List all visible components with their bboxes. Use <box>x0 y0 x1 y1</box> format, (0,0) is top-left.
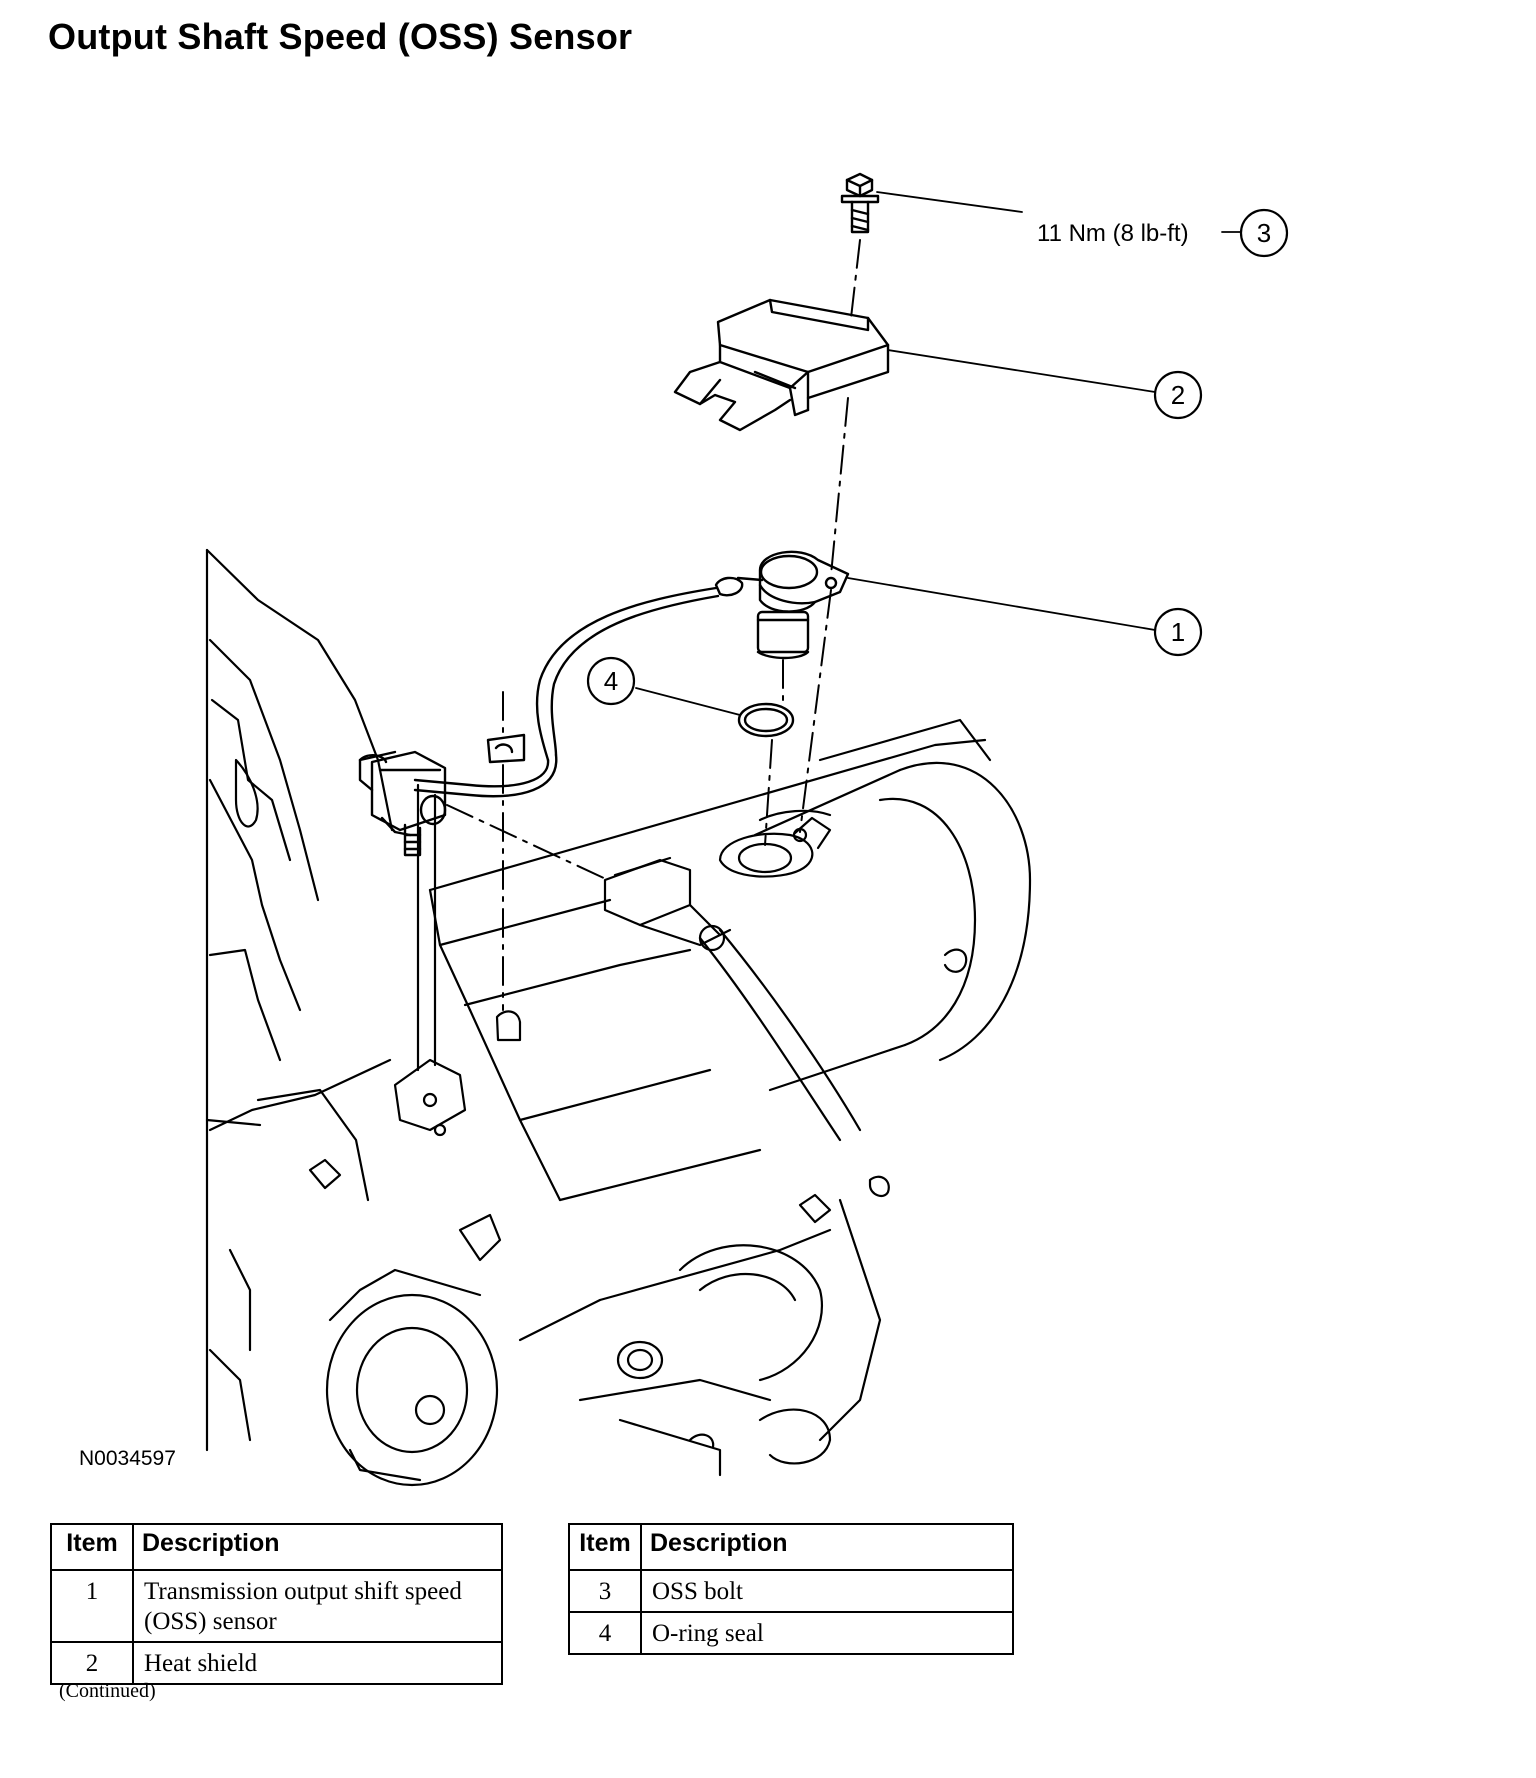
table-row: 1 Transmission output shift speed (OSS) … <box>50 1569 503 1643</box>
table-row: 3 OSS bolt <box>568 1569 1014 1613</box>
callout-2: 2 <box>1153 370 1203 420</box>
heat-shield <box>673 298 890 432</box>
callout-1: 1 <box>1153 607 1203 657</box>
figure-id: N0034597 <box>79 1447 176 1470</box>
column-header-item: Item <box>50 1523 134 1571</box>
table-header-row: Item Description <box>568 1523 1014 1571</box>
svg-text:3: 3 <box>1257 218 1271 248</box>
svg-text:1: 1 <box>1171 617 1185 647</box>
item-number: 3 <box>568 1569 642 1613</box>
wiring-connector <box>603 856 862 1142</box>
alignment-lines <box>446 239 861 1011</box>
table-row: 2 Heat shield <box>50 1641 503 1685</box>
svg-text:4: 4 <box>604 666 618 696</box>
column-header-item: Item <box>568 1523 642 1571</box>
page-title: Output Shaft Speed (OSS) Sensor <box>48 16 633 57</box>
item-number: 4 <box>568 1611 642 1655</box>
callout-3: 3 11 Nm (8 lb-ft) <box>1037 208 1289 258</box>
leader-lines <box>635 191 1241 716</box>
legend-table-right: Item Description 3 OSS bolt 4 O-ring sea… <box>568 1523 1014 1655</box>
item-description: OSS bolt <box>640 1569 1014 1613</box>
o-ring-seal <box>737 702 795 738</box>
item-number: 2 <box>50 1641 134 1685</box>
oss-bolt <box>840 172 880 234</box>
item-description: Transmission output shift speed (OSS) se… <box>132 1569 503 1643</box>
torque-spec: 11 Nm (8 lb-ft) <box>1037 220 1189 247</box>
transmission-case <box>205 548 1032 1487</box>
legend-table-left: Item Description 1 Transmission output s… <box>50 1523 503 1685</box>
callout-4: 4 <box>586 656 636 706</box>
item-number: 1 <box>50 1569 134 1643</box>
column-header-description: Description <box>640 1523 1014 1571</box>
item-description: O-ring seal <box>640 1611 1014 1655</box>
table-header-row: Item Description <box>50 1523 503 1571</box>
continued-label: (Continued) <box>59 1680 156 1702</box>
column-header-description: Description <box>132 1523 503 1571</box>
oss-sensor <box>358 550 850 857</box>
item-description: Heat shield <box>132 1641 503 1685</box>
svg-text:2: 2 <box>1171 380 1185 410</box>
table-row: 4 O-ring seal <box>568 1611 1014 1655</box>
